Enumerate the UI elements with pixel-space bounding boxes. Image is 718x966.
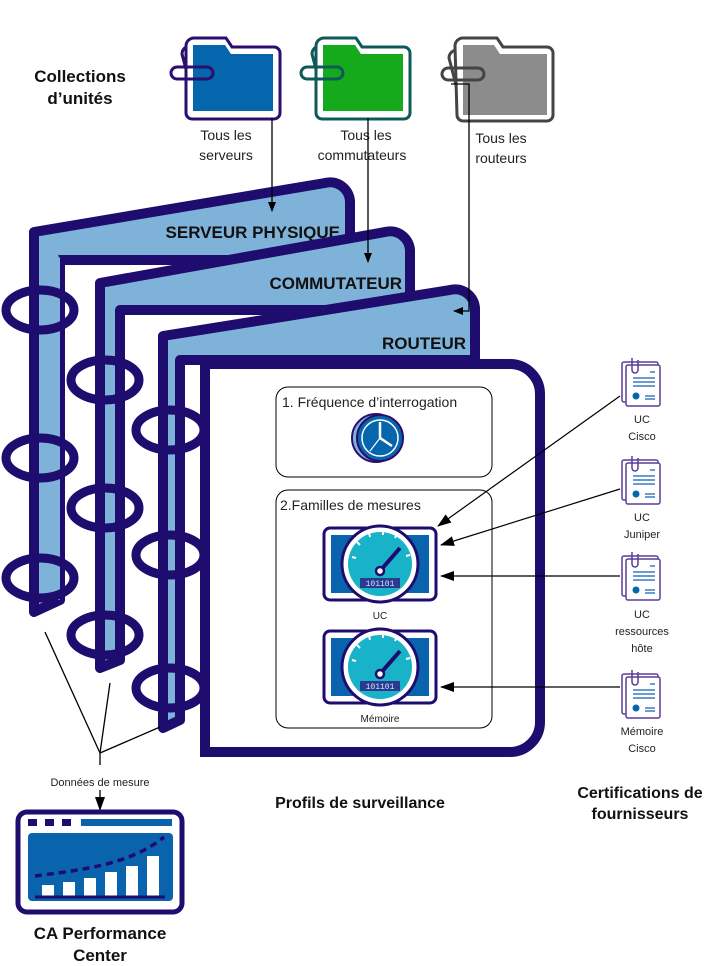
metric-families-title: 2.Familles de mesures: [280, 497, 421, 513]
profile-name-router: ROUTEUR: [382, 334, 466, 353]
connector-cpu-cisco: [437, 395, 621, 527]
certifications-title-line1: Certifications de: [577, 785, 702, 802]
connector-routers: [451, 83, 470, 315]
certification-label-line2: Cisco: [628, 431, 656, 443]
certification-label-line2: ressources: [615, 626, 669, 638]
folder-icon: [169, 36, 282, 121]
measurement-data-label: Données de mesure: [50, 777, 149, 789]
certification-label-line2: Juniper: [624, 529, 660, 541]
collection-servers-label-1: Tous les: [200, 127, 251, 143]
certificate-icon: [621, 456, 661, 505]
certification-label-line1: UC: [634, 512, 650, 524]
certification-cpu-host-resources[interactable]: UC ressources hôte: [615, 552, 669, 655]
collection-routers-label-1: Tous les: [475, 130, 526, 146]
certification-label-line1: UC: [634, 414, 650, 426]
metric-family-cpu-label: UC: [373, 611, 387, 622]
certificate-icon: [621, 358, 661, 407]
metric-family-cpu[interactable]: 101101 UC: [322, 524, 438, 622]
certifications-title-line2: fournisseurs: [592, 806, 689, 823]
profiles-title: Profils de surveillance: [275, 795, 445, 812]
binder-rings: [1, 285, 209, 713]
folder-icon: [299, 36, 412, 121]
certification-cpu-juniper[interactable]: UC Juniper: [621, 456, 661, 541]
profile-binder-switch[interactable]: COMMUTATEUR: [95, 226, 415, 673]
connector-cpu-juniper: [440, 488, 621, 546]
profile-name-server: SERVEUR PHYSIQUE: [166, 223, 340, 242]
measurement-data-connectors: [44, 631, 161, 811]
collection-switches[interactable]: Tous les commutateurs: [299, 36, 412, 163]
profile-binder-router[interactable]: ROUTEUR: [158, 284, 480, 733]
collection-switches-label-2: commutateurs: [318, 147, 407, 163]
collection-routers-label-2: routeurs: [475, 150, 526, 166]
certification-label-line1: UC: [634, 609, 650, 621]
gauge-readout: 101101: [366, 683, 395, 692]
ca-performance-center[interactable]: CA Performance Center: [15, 809, 185, 965]
certification-label-line3: hôte: [631, 643, 652, 655]
collection-connectors: [268, 83, 470, 315]
certificate-icon: [621, 670, 661, 719]
folder-icon: [440, 36, 555, 123]
profile-name-switch: COMMUTATEUR: [269, 274, 402, 293]
certification-cpu-cisco[interactable]: UC Cisco: [621, 358, 661, 443]
certification-label-line2: Cisco: [628, 743, 656, 755]
collection-routers[interactable]: Tous les routeurs: [440, 36, 555, 166]
gauge-icon: 101101: [322, 524, 438, 604]
ca-performance-center-line2: Center: [73, 946, 127, 965]
metric-families-panel[interactable]: 2.Familles de mesures 10110: [275, 489, 493, 729]
collections-title-line2: d’unités: [47, 89, 112, 108]
certificate-icon: [621, 552, 661, 601]
certification-memory-cisco[interactable]: Mémoire Cisco: [621, 670, 664, 755]
collection-switches-label-1: Tous les: [340, 127, 391, 143]
gauge-icon: 101101: [322, 627, 438, 707]
polling-frequency-title: 1. Fréquence d’interrogation: [282, 394, 457, 410]
metric-family-memory[interactable]: 101101 Mémoire: [322, 627, 438, 725]
dashboard-icon: [15, 809, 185, 915]
collections-title-line1: Collections: [34, 67, 126, 86]
polling-frequency-panel[interactable]: 1. Fréquence d’interrogation: [275, 386, 493, 478]
collection-servers[interactable]: Tous les serveurs: [169, 36, 282, 163]
metric-family-memory-label: Mémoire: [361, 714, 400, 725]
ca-performance-center-line1: CA Performance: [34, 924, 167, 943]
certifications-list: UC Cisco UC Juniper UC ressour: [615, 358, 669, 755]
certifications-title: Certifications de fournisseurs: [577, 785, 702, 823]
certification-connectors: [437, 395, 621, 692]
certification-label-line1: Mémoire: [621, 726, 664, 738]
collections-title: Collections d’unités: [34, 67, 126, 108]
gauge-readout: 101101: [366, 580, 395, 589]
clock-icon: [351, 413, 404, 463]
collection-servers-label-2: serveurs: [199, 147, 253, 163]
